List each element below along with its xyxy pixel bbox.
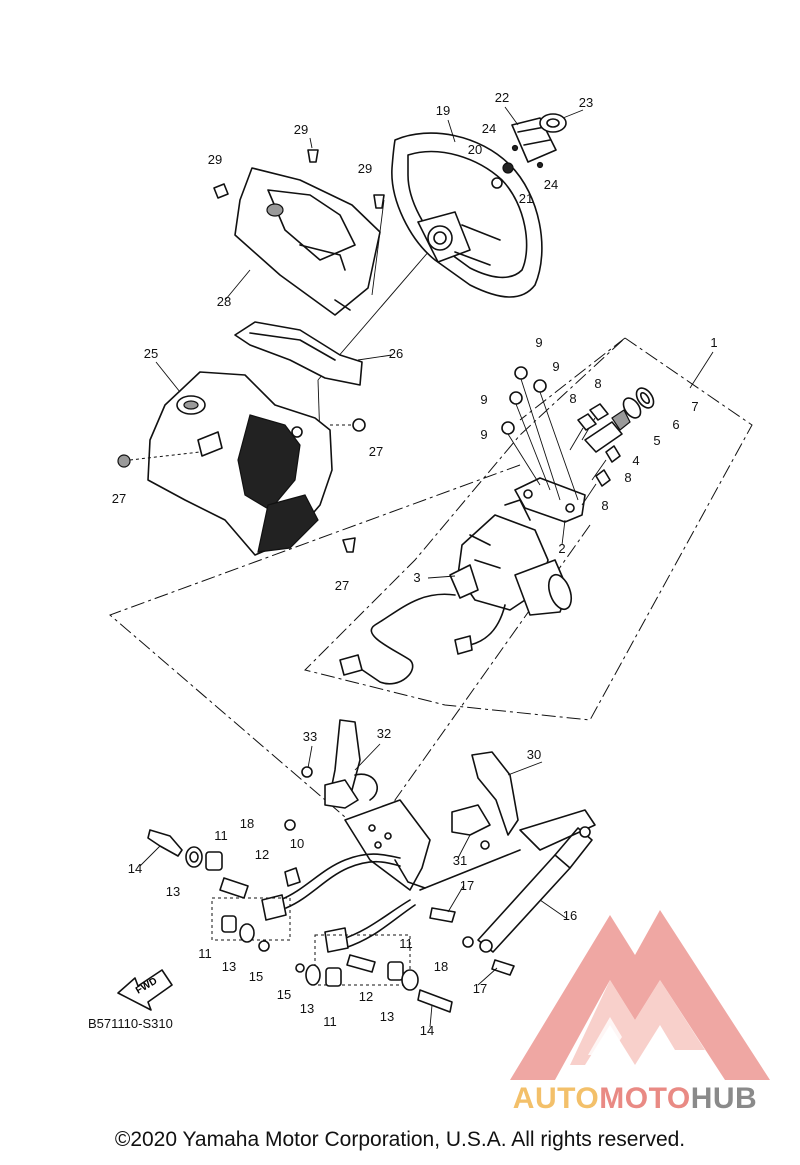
pedal-30 [451, 751, 519, 850]
callout-c18b: 18 [434, 959, 448, 974]
callout-c14a: 14 [128, 861, 142, 876]
panel-screws-29 [213, 149, 385, 209]
brand-auto: AUTO [512, 1082, 600, 1115]
callout-c13b: 13 [222, 959, 236, 974]
chain-lines [109, 199, 591, 861]
callout-c24b: 24 [544, 177, 558, 192]
callout-c8b: 8 [569, 391, 576, 406]
callout-c15b: 15 [277, 987, 291, 1002]
shaft-4-rings [584, 387, 655, 453]
callout-c8c: 8 [624, 470, 631, 485]
bracket-2 [514, 477, 586, 523]
steering-wheel [391, 132, 543, 298]
automotohub-wordmark: AUTOMOTOHUB [470, 1082, 800, 1116]
callout-c5: 5 [653, 433, 660, 448]
callout-c27a: 27 [369, 444, 383, 459]
bolts-8 [569, 403, 621, 506]
callout-c21: 21 [519, 191, 533, 206]
callout-c17a: 17 [460, 878, 474, 893]
damper-16 [429, 826, 593, 976]
callout-c8d: 8 [601, 498, 608, 513]
horn-parts [491, 113, 567, 189]
callout-c23: 23 [579, 95, 593, 110]
callout-c29c: 29 [358, 161, 372, 176]
fwd-arrow: FWD [117, 969, 173, 1011]
callout-c7: 7 [691, 399, 698, 414]
automotohub-logo [510, 910, 770, 1080]
bushings-center [284, 819, 453, 1013]
callout-c11a: 11 [214, 828, 228, 843]
callout-c11c: 11 [323, 1014, 337, 1029]
lower-cover-25 [147, 371, 333, 556]
callout-c32: 32 [377, 726, 391, 741]
pedal-bracket [344, 799, 596, 891]
callout-c4: 4 [632, 453, 639, 468]
callout-c3: 3 [413, 570, 420, 585]
callout-c29b: 29 [208, 152, 222, 167]
callout-c31: 31 [453, 853, 467, 868]
callout-leaders [139, 106, 714, 1028]
reference-code: B571110-S310 [88, 1016, 173, 1031]
callout-c13d: 13 [380, 1009, 394, 1024]
callout-c26: 26 [389, 346, 403, 361]
pedal-32 [301, 719, 378, 809]
callout-c17b: 17 [473, 981, 487, 996]
callout-c29a: 29 [294, 122, 308, 137]
callout-c28: 28 [217, 294, 231, 309]
callout-c18a: 18 [240, 816, 254, 831]
copyright-notice: ©2020 Yamaha Motor Corporation, U.S.A. A… [114, 1128, 686, 1151]
callout-c22: 22 [495, 90, 509, 105]
callout-c25: 25 [144, 346, 158, 361]
cover-26 [234, 321, 363, 386]
callout-c27c: 27 [335, 578, 349, 593]
pedal-arm-10 [261, 853, 416, 953]
callout-c24a: 24 [482, 121, 496, 136]
callout-c8a: 8 [594, 376, 601, 391]
callout-c13c: 13 [300, 1001, 314, 1016]
clips-27 [117, 418, 366, 553]
callout-c16: 16 [563, 908, 577, 923]
callout-c11d: 11 [399, 936, 413, 951]
dash-panel [234, 167, 381, 316]
callout-c2: 2 [558, 541, 565, 556]
callout-c9c: 9 [480, 392, 487, 407]
callout-c19: 19 [436, 103, 450, 118]
callout-c1: 1 [710, 335, 717, 350]
callout-c9a: 9 [535, 335, 542, 350]
callout-c6: 6 [672, 417, 679, 432]
bushings-left [147, 829, 291, 952]
callout-c33: 33 [303, 729, 317, 744]
callout-c10: 10 [290, 836, 304, 851]
eps-unit-3 [339, 499, 573, 685]
callout-c9d: 9 [480, 427, 487, 442]
bolts-9 [501, 366, 579, 501]
callout-c20: 20 [468, 142, 482, 157]
assembly-boundary [304, 337, 753, 721]
callout-c27b: 27 [112, 491, 126, 506]
callout-c9b: 9 [552, 359, 559, 374]
callout-c30: 30 [527, 747, 541, 762]
callout-c11b: 11 [198, 946, 212, 961]
callout-c12a: 12 [255, 847, 269, 862]
callout-c13a: 13 [166, 884, 180, 899]
callout-labels: 1234567888899991011111111121213131313141… [112, 90, 718, 1038]
callout-c14b: 14 [420, 1023, 434, 1038]
brand-moto: MOTO [599, 1082, 691, 1115]
callout-c15a: 15 [249, 969, 263, 984]
brand-hub: HUB [690, 1082, 758, 1115]
callout-c12b: 12 [359, 989, 373, 1004]
